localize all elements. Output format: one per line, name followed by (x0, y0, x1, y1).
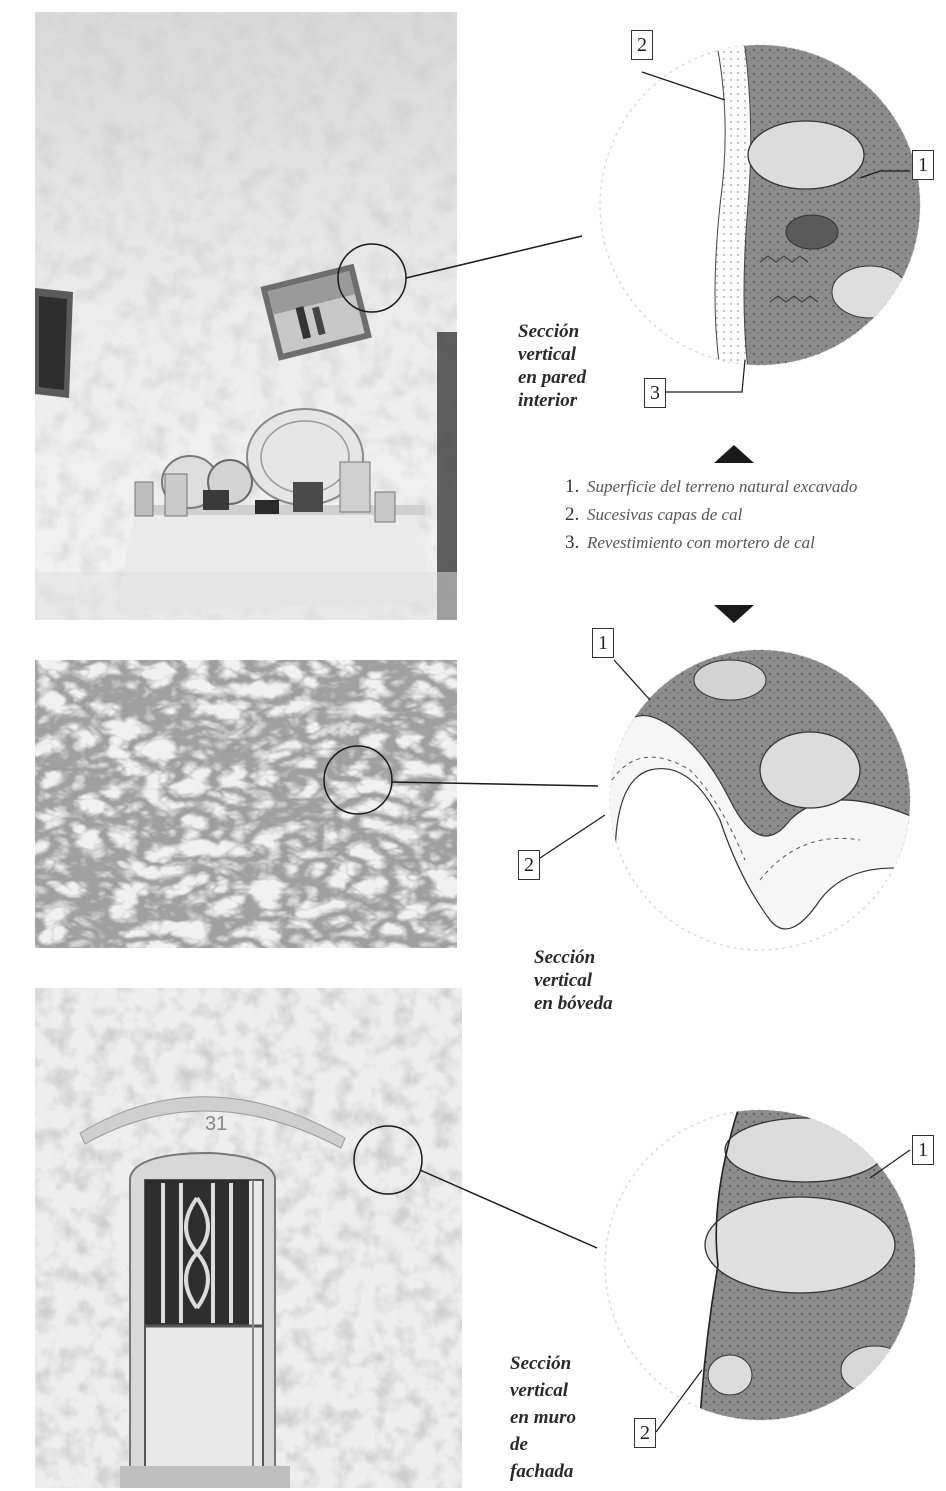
up-arrow-icon (714, 445, 754, 463)
wall-label-1: 1 (912, 150, 934, 180)
vault-texture-photo (35, 660, 457, 948)
facade-label-1: 1 (912, 1135, 934, 1165)
facade-door-photo: 31 (35, 988, 462, 1488)
vault-label-2: 2 (518, 850, 540, 880)
facade-label-2: 2 (634, 1418, 656, 1448)
wall-label-2: 2 (631, 30, 653, 60)
interior-wall-photo (35, 12, 457, 620)
down-arrow-icon (714, 605, 754, 623)
facade-section-caption: Sección vertical en muro de fachada (510, 1350, 576, 1485)
vault-section-drawing (600, 650, 920, 950)
vault-label-1: 1 (592, 628, 614, 658)
legend-item: 3. Revestimiento con mortero de cal (565, 532, 945, 554)
facade-section-drawing (605, 1110, 920, 1420)
wall-label-3: 3 (644, 378, 666, 408)
legend-item: 1. Superficie del terreno natural excava… (565, 476, 945, 498)
wall-section-drawing (600, 40, 930, 370)
vault-section-caption: Sección vertical en bóveda (534, 946, 613, 1015)
left-picture-frame (35, 288, 73, 398)
wall-section-caption: Sección vertical en pared interior (518, 320, 586, 412)
legend-item: 2. Sucesivas capas de cal (565, 504, 945, 526)
house-number: 31 (205, 1113, 227, 1135)
legend: 1. Superficie del terreno natural excava… (565, 476, 945, 560)
